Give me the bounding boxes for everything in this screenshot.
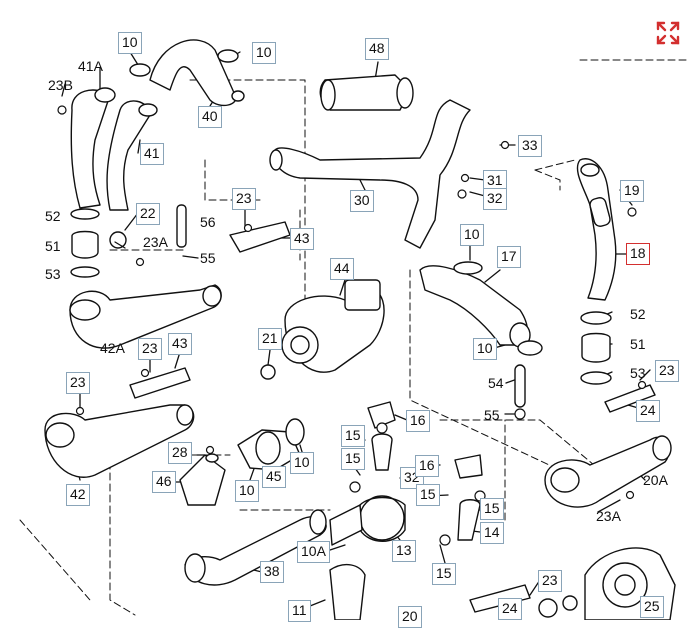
callout-31[interactable]: 31 — [483, 170, 507, 192]
callout-40[interactable]: 40 — [198, 106, 222, 128]
label-23B: 23B — [48, 77, 73, 93]
callout-43[interactable]: 43 — [168, 333, 192, 355]
callout-10A[interactable]: 10A — [297, 541, 330, 563]
callout-30[interactable]: 30 — [350, 190, 374, 212]
callout-10[interactable]: 10 — [118, 32, 142, 54]
label-55-right: 55 — [484, 407, 500, 423]
callout-20[interactable]: 20 — [398, 606, 422, 628]
callout-23[interactable]: 23 — [538, 570, 562, 592]
label-20A: 20A — [643, 472, 668, 488]
callout-10[interactable]: 10 — [473, 338, 497, 360]
callout-28[interactable]: 28 — [168, 442, 192, 464]
callout-10[interactable]: 10 — [252, 42, 276, 64]
callout-43[interactable]: 43 — [290, 228, 314, 250]
callout-32[interactable]: 32 — [483, 188, 507, 210]
callout-48[interactable]: 48 — [365, 38, 389, 60]
label-42A: 42A — [100, 340, 125, 356]
label-51: 51 — [45, 238, 61, 254]
callout-10[interactable]: 10 — [290, 452, 314, 474]
label-53-right: 53 — [630, 365, 646, 381]
callout-24[interactable]: 24 — [498, 598, 522, 620]
callout-23[interactable]: 23 — [66, 372, 90, 394]
callout-15[interactable]: 15 — [341, 425, 365, 447]
label-23A: 23A — [143, 234, 168, 250]
label-41A: 41A — [78, 58, 103, 74]
callout-13[interactable]: 13 — [392, 540, 416, 562]
label-52-right: 52 — [630, 306, 646, 322]
callout-38[interactable]: 38 — [260, 561, 284, 583]
callout-25[interactable]: 25 — [640, 596, 664, 618]
callout-45[interactable]: 45 — [262, 466, 286, 488]
callout-11[interactable]: 11 — [288, 600, 311, 622]
callout-17[interactable]: 17 — [497, 246, 521, 268]
callout-23[interactable]: 23 — [232, 188, 256, 210]
callout-15[interactable]: 15 — [432, 563, 456, 585]
callout-22[interactable]: 22 — [136, 203, 160, 225]
callout-33[interactable]: 33 — [518, 135, 542, 157]
label-23A-right: 23A — [596, 508, 621, 524]
label-51-right: 51 — [630, 336, 646, 352]
callout-15[interactable]: 15 — [416, 484, 440, 506]
callout-15[interactable]: 15 — [341, 448, 365, 470]
callout-10[interactable]: 10 — [235, 480, 259, 502]
callout-18[interactable]: 18 — [626, 243, 650, 265]
callout-15[interactable]: 15 — [480, 498, 504, 520]
callout-16[interactable]: 16 — [406, 410, 430, 432]
label-56: 56 — [200, 214, 216, 230]
label-53: 53 — [45, 266, 61, 282]
fullscreen-expand-icon[interactable] — [655, 20, 681, 46]
callout-44[interactable]: 44 — [330, 258, 354, 280]
callout-14[interactable]: 14 — [480, 522, 504, 544]
callout-42[interactable]: 42 — [66, 484, 90, 506]
label-55: 55 — [200, 250, 216, 266]
callout-10[interactable]: 10 — [460, 224, 484, 246]
label-54: 54 — [488, 375, 504, 391]
callout-21[interactable]: 21 — [258, 328, 282, 350]
callout-23[interactable]: 23 — [655, 360, 679, 382]
callout-41[interactable]: 41 — [140, 143, 164, 165]
callout-24[interactable]: 24 — [636, 400, 660, 422]
callout-46[interactable]: 46 — [152, 471, 176, 493]
callout-23[interactable]: 23 — [138, 338, 162, 360]
callout-16[interactable]: 16 — [415, 455, 439, 477]
callout-19[interactable]: 19 — [620, 180, 644, 202]
label-52: 52 — [45, 208, 61, 224]
